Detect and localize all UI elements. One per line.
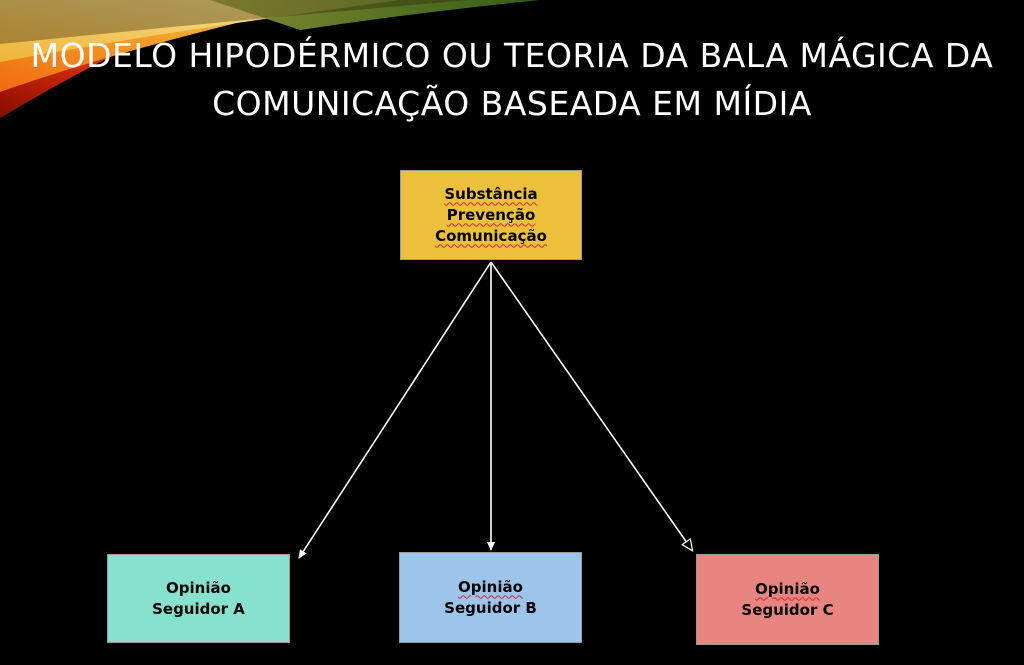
node-substancia-prevencao-comunicacao: Substância Prevenção Comunicação <box>400 170 582 260</box>
node-b-line-2: Seguidor B <box>444 598 537 617</box>
node-a-line-1: Opinião <box>166 578 231 597</box>
node-c-line-2: Seguidor C <box>741 600 834 619</box>
node-opiniao-seguidor-a: Opinião Seguidor A <box>107 554 290 643</box>
swoosh-band-green <box>210 0 540 30</box>
node-c-line-1: Opinião <box>755 579 820 598</box>
node-source-line-3: Comunicação <box>435 226 547 245</box>
slide-title-line-2: COMUNICAÇÃO BASEADA EM MÍDIA <box>212 84 812 123</box>
arrow-to-seguidor-a <box>298 261 492 559</box>
swoosh-band-dark <box>0 0 470 44</box>
arrow-to-seguidor-c <box>490 261 694 553</box>
decorative-swoosh <box>0 0 540 118</box>
slide-title-line-1: MODELO HIPODÉRMICO OU TEORIA DA BALA MÁG… <box>30 36 994 75</box>
swoosh-band-yellow <box>0 0 400 62</box>
node-a-line-2: Seguidor A <box>152 599 245 618</box>
slide-title: MODELO HIPODÉRMICO OU TEORIA DA BALA MÁG… <box>0 32 1024 128</box>
node-source-line-2: Prevenção <box>446 205 536 224</box>
node-source-line-1: Substância <box>444 184 538 203</box>
node-opiniao-seguidor-b: Opinião Seguidor B <box>399 552 582 643</box>
node-opiniao-seguidor-c: Opinião Seguidor C <box>696 554 879 645</box>
node-b-line-1: Opinião <box>458 577 523 596</box>
